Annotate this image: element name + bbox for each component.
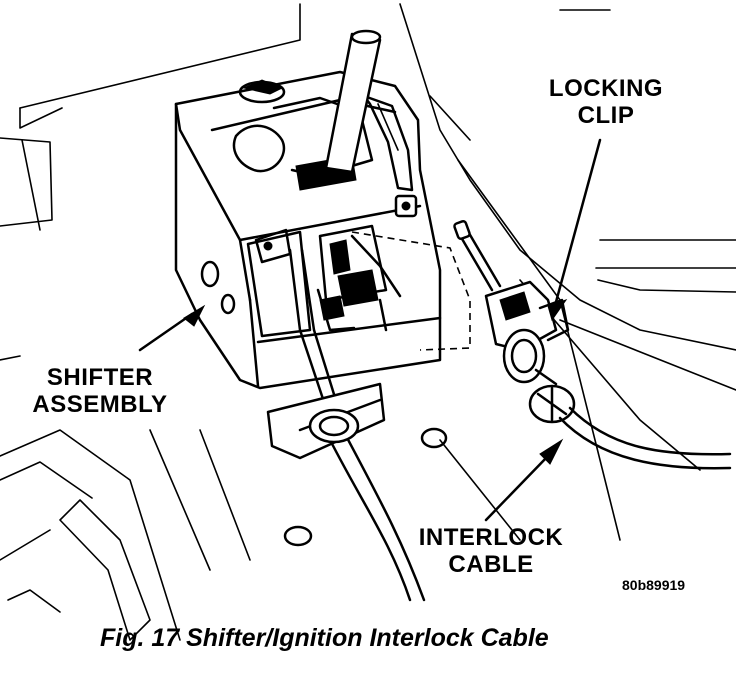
hidden-cable-route: [351, 231, 471, 351]
floor-hole: [420, 427, 448, 449]
shifter-assembly-label: SHIFTER ASSEMBLY: [32, 364, 168, 418]
shifter-assembly: [174, 70, 442, 390]
figure-caption: Fig. 17 Shifter/Ignition Interlock Cable: [100, 624, 549, 652]
interlock-cable-label: INTERLOCK CABLE: [418, 524, 564, 578]
figure-id: 80b89919: [622, 577, 686, 593]
locking-clip-label: LOCKING CLIP: [548, 75, 664, 129]
interlock-cable: [453, 220, 732, 470]
floor-panels: [0, 3, 736, 641]
shift-cable: [266, 248, 426, 602]
floor-hole: [283, 525, 313, 547]
callout-arrows: [138, 138, 602, 522]
shift-lever: [324, 29, 382, 174]
